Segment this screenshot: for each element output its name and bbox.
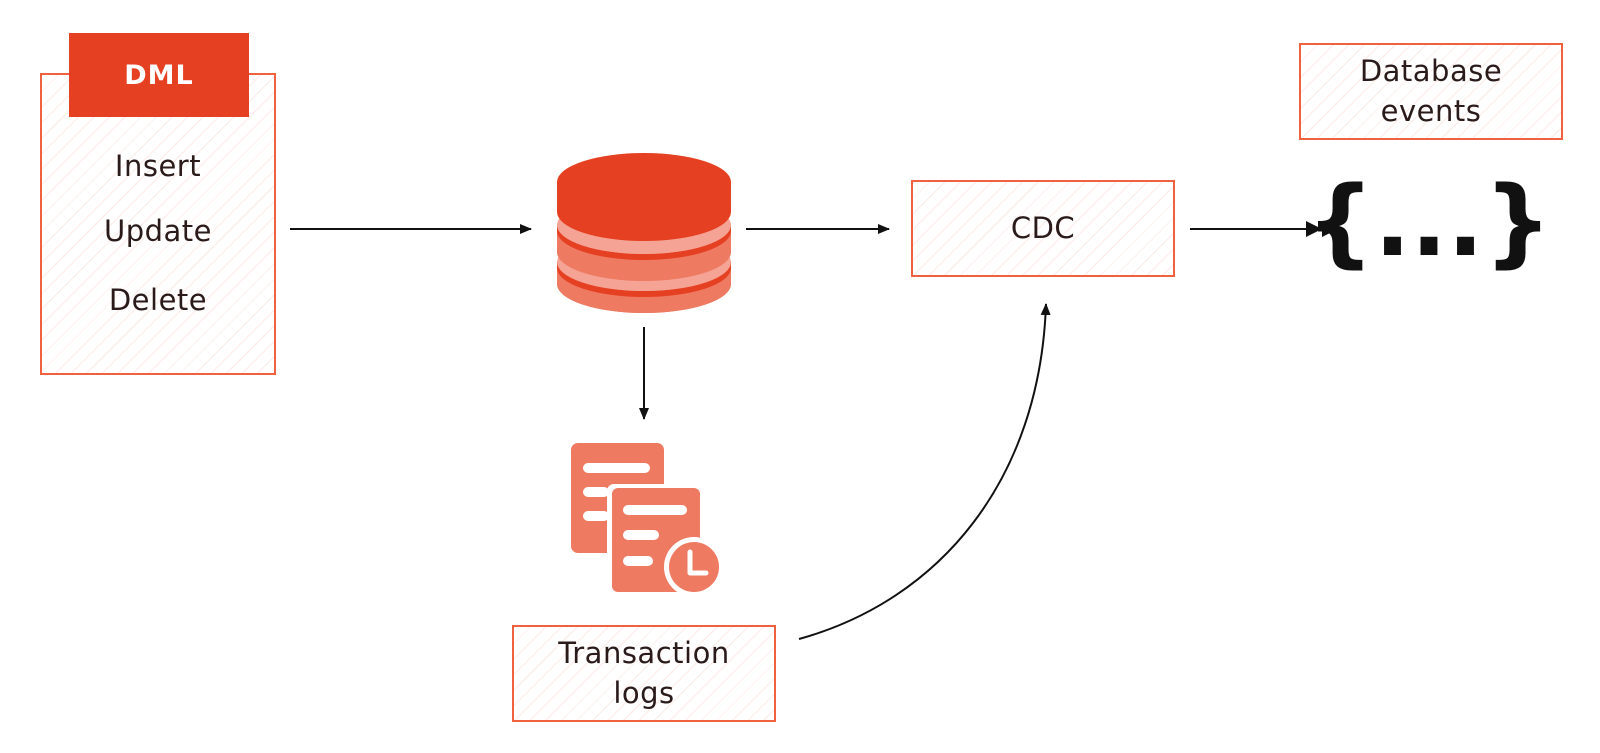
arrow-logs-to-cdc bbox=[798, 303, 1051, 640]
database-events-line2: events bbox=[1380, 93, 1482, 128]
dml-box bbox=[40, 73, 276, 375]
arrow-cdc-to-events bbox=[1190, 221, 1338, 237]
transaction-logs-box bbox=[512, 625, 776, 722]
cdc-box bbox=[911, 180, 1175, 277]
cdc-label: CDC bbox=[911, 180, 1175, 277]
transaction-logs-label: Transaction logs bbox=[512, 625, 776, 722]
database-events-box bbox=[1299, 43, 1563, 140]
cdc-label-text: CDC bbox=[1010, 210, 1076, 245]
transaction-logs-line2: logs bbox=[613, 675, 675, 710]
database-icon bbox=[557, 153, 731, 313]
dml-update-label: Update bbox=[103, 214, 213, 248]
clock-icon bbox=[664, 537, 724, 597]
transaction-logs-line1: Transaction bbox=[558, 636, 730, 671]
database-events-label: Database events bbox=[1299, 43, 1563, 140]
database-events-line1: Database bbox=[1359, 54, 1503, 89]
dml-delete-label: Delete bbox=[108, 283, 208, 317]
dml-header: DML bbox=[69, 33, 249, 117]
json-braces-symbol: {...} bbox=[1306, 166, 1552, 278]
dml-insert-label: Insert bbox=[114, 149, 202, 183]
